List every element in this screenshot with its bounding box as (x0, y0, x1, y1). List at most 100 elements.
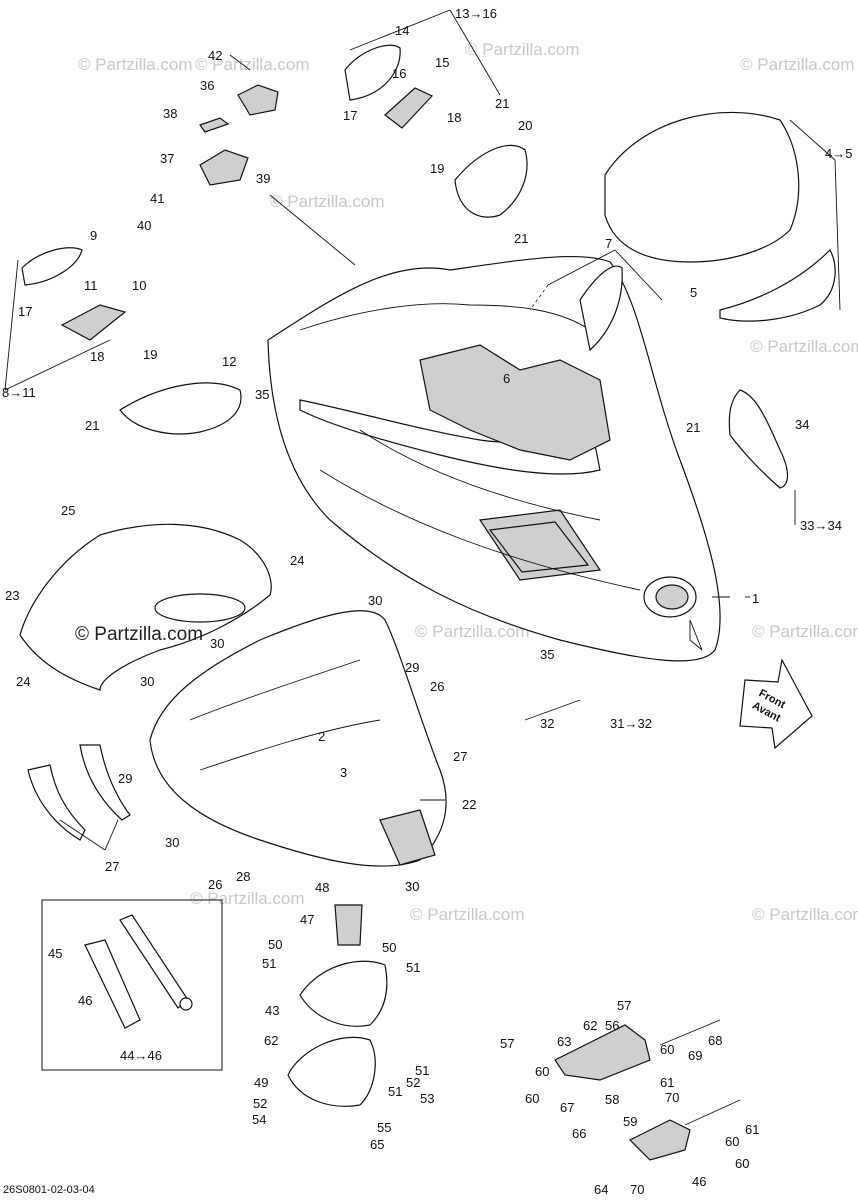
callout-label: 21 (686, 420, 700, 435)
mirror-plate (384, 87, 434, 129)
callout-label: 1 (752, 591, 759, 606)
callout-label: 2 (318, 729, 325, 744)
rod-68 (659, 1019, 721, 1046)
callout-label: 67 (560, 1100, 574, 1115)
callout-label: 51 (406, 960, 420, 975)
callout-label: 49 (254, 1075, 268, 1090)
callout-label: 52 (406, 1075, 420, 1090)
callout-label: 16 (392, 66, 406, 81)
callout-label: 28 (236, 869, 250, 884)
footrest-28b (79, 744, 131, 821)
callout-label: 50 (268, 937, 282, 952)
callout-label: 3 (340, 765, 347, 780)
callout-label: 21 (495, 96, 509, 111)
callout-label: 18 (90, 349, 104, 364)
callout-label: 30 (405, 879, 419, 894)
callout-label: 15 (435, 55, 449, 70)
mirror-glass (344, 44, 401, 101)
deflector-12 (119, 382, 242, 435)
rod-65 (684, 1099, 741, 1126)
watermark-text: © Partzilla.com (465, 40, 580, 59)
callout-label: 61 (660, 1075, 674, 1090)
callout-label: 64 (594, 1182, 608, 1197)
callout-label: 34 (795, 417, 809, 432)
watermark-text: © Partzilla.com (190, 889, 305, 908)
hood-part (267, 255, 721, 662)
callout-label: 26 (208, 877, 222, 892)
callout-label: 55 (377, 1120, 391, 1135)
callout-label: 24 (16, 674, 30, 689)
callout-label: 50 (382, 940, 396, 955)
callout-label: 6 (503, 371, 510, 386)
callout-label: 51 (262, 956, 276, 971)
drawing-code: 26S0801-02-03-04 (3, 1184, 95, 1196)
side-panel-33 (728, 389, 789, 489)
callout-label: 47 (300, 912, 314, 927)
windshield-part (604, 111, 836, 322)
callout-label: 46 (78, 993, 92, 1008)
watermark-text: © Partzilla.com (752, 905, 858, 924)
callout-label: 54 (252, 1112, 266, 1127)
kit-frame (41, 899, 223, 1071)
callout-label: 70 (665, 1090, 679, 1105)
callout-label: 51 (388, 1084, 402, 1099)
callout-label: 62 (264, 1033, 278, 1048)
callout-label: 59 (623, 1114, 637, 1129)
callout-label: 60 (735, 1156, 749, 1171)
callout-label: 63 (557, 1034, 571, 1049)
callout-label: 20 (518, 118, 532, 133)
bracket-37 (199, 149, 249, 186)
callout-label: 33→34 (800, 518, 842, 533)
callout-label: 17 (18, 304, 32, 319)
callout-label: 30 (165, 835, 179, 850)
watermark-text: © Partzilla.com (752, 622, 858, 641)
callout-label: 45 (48, 946, 62, 961)
watermark-layer: © Partzilla.com© Partzilla.com© Partzill… (78, 40, 858, 924)
side-panel-23-vent (154, 593, 246, 623)
callout-label: 57 (617, 998, 631, 1013)
side-panel-23 (19, 523, 272, 691)
plate-49 (287, 1036, 376, 1107)
bracket-67 (554, 1024, 651, 1081)
clip-38 (199, 117, 230, 133)
callout-label: 30 (368, 593, 382, 608)
watermark-text: © Partzilla.com (270, 192, 385, 211)
callout-label: 11 (84, 278, 98, 293)
inner-panel-part (149, 610, 447, 867)
callout-label: 70 (630, 1182, 644, 1197)
bracket-64 (628, 1119, 691, 1161)
callout-label: 14 (395, 23, 409, 38)
callout-label: 10 (132, 278, 146, 293)
callout-label: 27 (453, 749, 467, 764)
callout-label: 60 (525, 1091, 539, 1106)
callout-label: 65 (370, 1137, 384, 1152)
callout-label: 35 (540, 647, 554, 662)
front-arrow (739, 658, 813, 750)
callout-label: 57 (500, 1036, 514, 1051)
callout-label: 60 (660, 1042, 674, 1057)
callout-label: 44→46 (120, 1048, 162, 1063)
callout-label: 30 (140, 674, 154, 689)
callout-label: 22 (462, 797, 476, 812)
callout-label: 5 (690, 285, 697, 300)
shaft-45 (84, 939, 141, 1029)
callout-label: 4→5 (825, 146, 852, 161)
callout-label: 52 (253, 1096, 267, 1111)
callout-label: 26 (430, 679, 444, 694)
callout-label: 69 (688, 1048, 702, 1063)
callout-label: 38 (163, 106, 177, 121)
callout-label: 37 (160, 151, 174, 166)
watermark-text: © Partzilla.com (195, 55, 310, 74)
watermark-text: © Partzilla.com (740, 55, 855, 74)
callout-label: 29 (118, 771, 132, 786)
callout-label: 56 (605, 1018, 619, 1033)
callout-label: 31→32 (610, 716, 652, 731)
callout-label: 17 (343, 108, 357, 123)
callout-label: 43 (265, 1003, 279, 1018)
center-watermark: © Partzilla.com (75, 624, 203, 645)
watermark-text: © Partzilla.com (78, 55, 193, 74)
callout-label: 62 (583, 1018, 597, 1033)
